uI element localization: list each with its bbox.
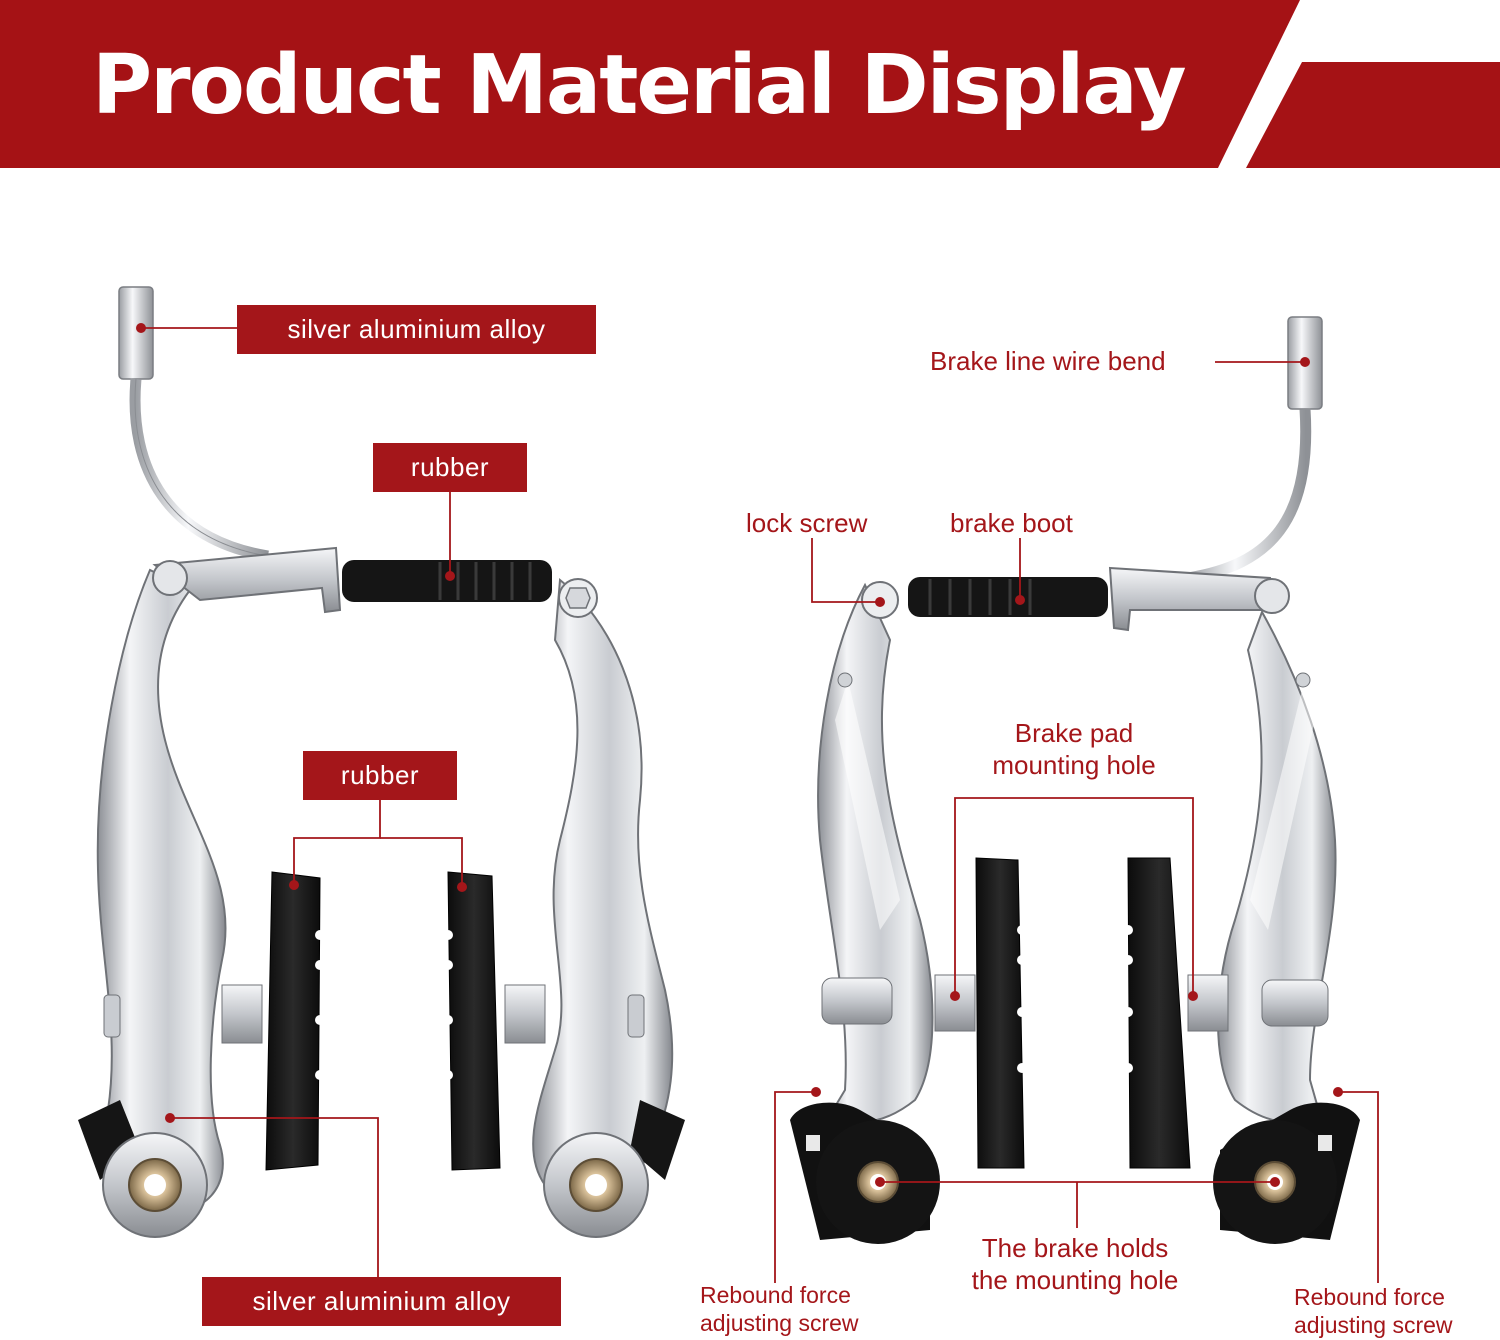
page-title: Product Material Display: [92, 38, 1187, 133]
header-banner: Product Material Display: [0, 0, 1500, 170]
note-pad-mounting-hole-line1: Brake pad: [1014, 718, 1134, 748]
brake-pad-left-1: [265, 871, 321, 1171]
note-brake-mounting-hole-line1: The brake holds: [981, 1233, 1169, 1263]
note-rebound-screw-right-line2: adjusting screw: [1294, 1312, 1453, 1339]
note-pad-mounting-hole: Brake pad mounting hole: [960, 718, 1188, 781]
note-wire-bend: Brake line wire bend: [930, 346, 1166, 376]
cable-noodle-pipe: [129, 378, 269, 562]
note-rebound-screw-right: Rebound force adjusting screw: [1294, 1283, 1453, 1339]
brake-pad-right-2: [1127, 857, 1191, 1169]
banner-shape: [0, 0, 1500, 168]
wire-bend-pipe: [1187, 408, 1312, 584]
cable-carrier: [152, 546, 342, 614]
note-rebound-screw-left-line2: adjusting screw: [700, 1310, 859, 1337]
note-brake-mounting-hole-line2: the mounting hole: [971, 1264, 1179, 1295]
note-brake-boot: brake boot: [950, 508, 1073, 538]
brake-pad-left-2: [447, 871, 501, 1171]
label-boot-material: rubber: [373, 443, 527, 492]
note-rebound-screw-right-line1: Rebound force: [1294, 1284, 1445, 1310]
note-brake-mounting-hole: The brake holds the mounting hole: [946, 1233, 1204, 1296]
label-pad-material: rubber: [303, 751, 457, 800]
cable-carrier-right: [1108, 566, 1272, 632]
rubber-boot-left: [342, 560, 552, 602]
brake-boot-right: [908, 577, 1108, 617]
note-rebound-screw-left: Rebound force adjusting screw: [700, 1281, 859, 1337]
brake-pad-right-1: [975, 857, 1025, 1169]
note-pad-mounting-hole-line2: mounting hole: [992, 749, 1156, 780]
right-brake: [774, 316, 1379, 1283]
cable-noodle-tip: [118, 286, 154, 380]
left-brake: [78, 286, 685, 1278]
note-lock-screw: lock screw: [746, 508, 868, 538]
label-cable-material: silver aluminium alloy: [237, 305, 596, 354]
label-arm-material: silver aluminium alloy: [202, 1277, 561, 1326]
note-rebound-screw-left-line1: Rebound force: [700, 1282, 851, 1308]
